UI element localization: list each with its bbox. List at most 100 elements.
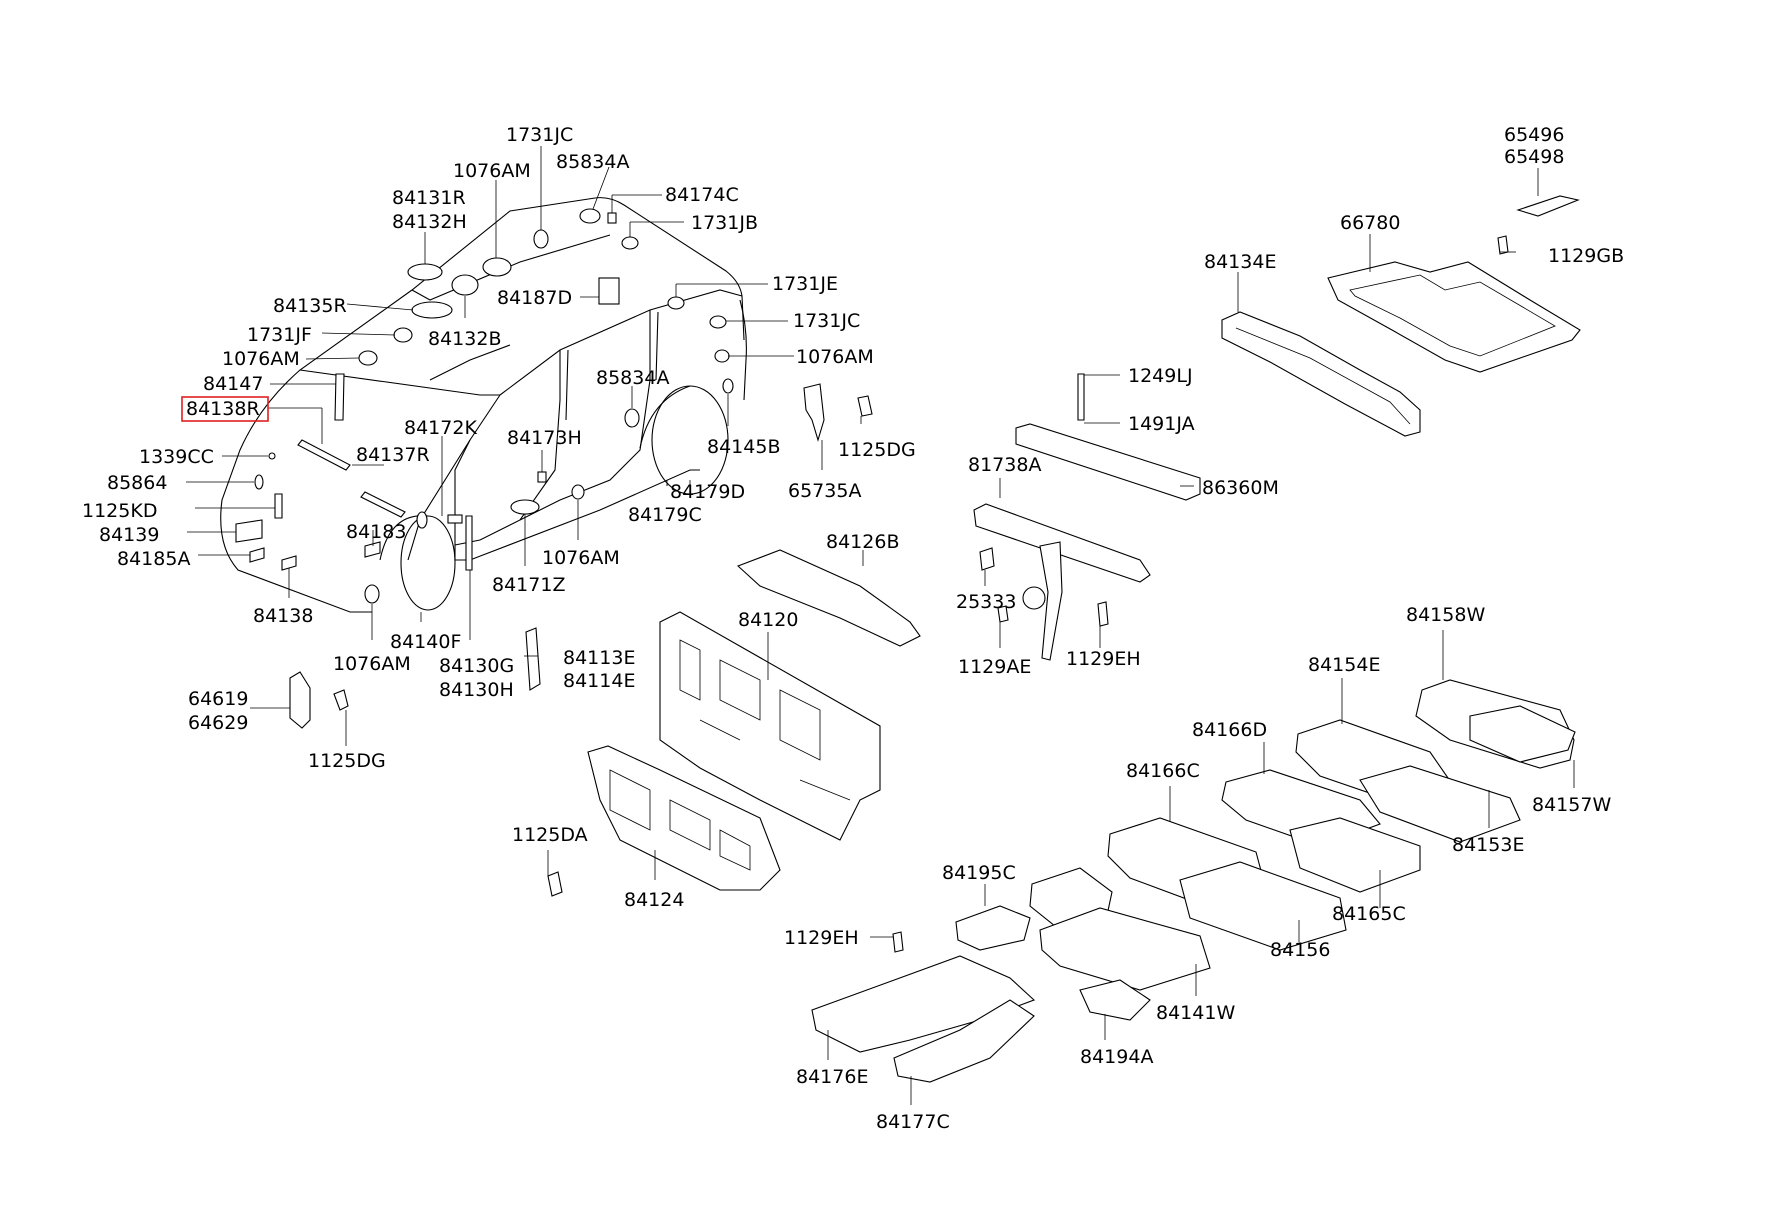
part-84185A	[249, 547, 265, 563]
label-1731JB[interactable]: 1731JB	[691, 212, 758, 234]
label-84177C[interactable]: 84177C	[876, 1111, 950, 1133]
label-1129EH-mid[interactable]: 1129EH	[1066, 648, 1141, 670]
part-85834A-top	[579, 208, 601, 224]
label-84132H[interactable]: 84132H	[392, 211, 467, 233]
label-84131R[interactable]: 84131R	[392, 187, 466, 209]
label-85834A-top[interactable]: 85834A	[556, 151, 629, 173]
label-84130H[interactable]: 84130H	[439, 679, 514, 701]
part-84153E	[1359, 765, 1521, 843]
label-1129EH-low[interactable]: 1129EH	[784, 927, 859, 949]
label-1076AM-rear[interactable]: 1076AM	[796, 346, 874, 368]
label-84140F[interactable]: 84140F	[390, 631, 461, 653]
label-85834A-mid[interactable]: 85834A	[596, 367, 669, 389]
label-1125DA[interactable]: 1125DA	[512, 824, 588, 846]
label-1491JA[interactable]: 1491JA	[1128, 413, 1195, 435]
label-65735A[interactable]: 65735A	[788, 480, 861, 502]
label-84171Z[interactable]: 84171Z	[492, 574, 565, 596]
dash-panels	[547, 611, 881, 897]
label-84172K[interactable]: 84172K	[404, 417, 477, 439]
label-1339CC[interactable]: 1339CC	[139, 446, 214, 468]
label-1731JF[interactable]: 1731JF	[247, 324, 312, 346]
label-65496[interactable]: 65496	[1504, 124, 1564, 146]
part-84113E	[525, 627, 541, 691]
label-1731JE[interactable]: 1731JE	[772, 273, 838, 295]
label-84134E[interactable]: 84134E	[1204, 251, 1276, 273]
label-84145B[interactable]: 84145B	[707, 436, 780, 458]
label-84166C[interactable]: 84166C	[1126, 760, 1200, 782]
label-64629[interactable]: 64629	[188, 712, 248, 734]
label-84147[interactable]: 84147	[203, 373, 263, 395]
label-84138[interactable]: 84138	[253, 605, 313, 627]
label-84132B[interactable]: 84132B	[428, 328, 501, 350]
label-84158W[interactable]: 84158W	[1406, 604, 1485, 626]
label-84141W[interactable]: 84141W	[1156, 1002, 1235, 1024]
car-body-outline	[220, 197, 747, 613]
label-84156[interactable]: 84156	[1270, 939, 1330, 961]
label-84165C[interactable]: 84165C	[1332, 903, 1406, 925]
part-1129EH-low	[892, 931, 904, 953]
label-84126B[interactable]: 84126B	[826, 531, 899, 553]
label-84153E[interactable]: 84153E	[1452, 834, 1524, 856]
part-1125DG-mid	[857, 395, 873, 417]
label-1125DG-left[interactable]: 1125DG	[308, 750, 386, 772]
label-25333[interactable]: 25333	[956, 591, 1016, 613]
label-84176E[interactable]: 84176E	[796, 1066, 868, 1088]
label-1076AM-top[interactable]: 1076AM	[453, 160, 531, 182]
brackets-left	[289, 383, 873, 729]
label-84120[interactable]: 84120	[738, 609, 798, 631]
label-1129GB[interactable]: 1129GB	[1548, 245, 1624, 267]
label-1076AM-low[interactable]: 1076AM	[333, 653, 411, 675]
label-84113E[interactable]: 84113E	[563, 647, 635, 669]
label-65498[interactable]: 65498	[1504, 146, 1564, 168]
label-84195C[interactable]: 84195C	[942, 862, 1016, 884]
label-81738A[interactable]: 81738A	[968, 454, 1041, 476]
label-84135R[interactable]: 84135R	[273, 295, 347, 317]
label-84157W[interactable]: 84157W	[1532, 794, 1611, 816]
car-small-parts	[235, 208, 734, 604]
label-84154E[interactable]: 84154E	[1308, 654, 1380, 676]
part-65496	[1516, 195, 1580, 217]
label-1076AM-bottom[interactable]: 1076AM	[542, 547, 620, 569]
part-84139	[235, 519, 263, 543]
part-84130G	[465, 515, 473, 571]
label-1249LJ[interactable]: 1249LJ	[1128, 365, 1193, 387]
label-84130G[interactable]: 84130G	[439, 655, 514, 677]
label-84179D[interactable]: 84179D	[670, 481, 745, 503]
label-84187D[interactable]: 84187D	[497, 287, 572, 309]
label-1731JC-mid[interactable]: 1731JC	[793, 310, 860, 332]
label-86360M[interactable]: 86360M	[1202, 477, 1279, 499]
label-84194A[interactable]: 84194A	[1080, 1046, 1153, 1068]
label-1129AE[interactable]: 1129AE	[958, 656, 1031, 678]
label-84138R[interactable]: 84138R	[186, 398, 260, 420]
label-84174C[interactable]: 84174C	[665, 184, 739, 206]
label-84183[interactable]: 84183	[346, 521, 406, 543]
part-84120	[659, 611, 881, 841]
part-1076AM-left	[358, 350, 378, 366]
label-1125KD[interactable]: 1125KD	[82, 500, 157, 522]
part-84131R	[407, 263, 443, 281]
part-1129GB	[1497, 235, 1509, 255]
part-84172K	[447, 514, 463, 524]
label-66780[interactable]: 66780	[1340, 212, 1400, 234]
part-1076AM-low	[364, 584, 380, 604]
floor-mats	[811, 679, 1576, 1083]
label-84166D[interactable]: 84166D	[1192, 719, 1267, 741]
label-84114E[interactable]: 84114E	[563, 670, 635, 692]
label-84124[interactable]: 84124	[624, 889, 684, 911]
part-1339CC	[268, 452, 276, 460]
label-1125DG-mid[interactable]: 1125DG	[838, 439, 916, 461]
label-85864[interactable]: 85864	[107, 472, 167, 494]
part-1076AM-top	[482, 257, 512, 277]
label-84139[interactable]: 84139	[99, 524, 159, 546]
label-84185A[interactable]: 84185A	[117, 548, 190, 570]
part-84145B	[722, 378, 734, 394]
label-84173H[interactable]: 84173H	[507, 427, 582, 449]
label-1076AM-left[interactable]: 1076AM	[222, 348, 300, 370]
label-1731JC-top[interactable]: 1731JC	[506, 124, 573, 146]
part-84141W	[1039, 907, 1211, 991]
label-64619[interactable]: 64619	[188, 688, 248, 710]
label-84137R[interactable]: 84137R	[356, 444, 430, 466]
part-1125DA	[547, 871, 563, 897]
label-84179C[interactable]: 84179C	[628, 504, 702, 526]
